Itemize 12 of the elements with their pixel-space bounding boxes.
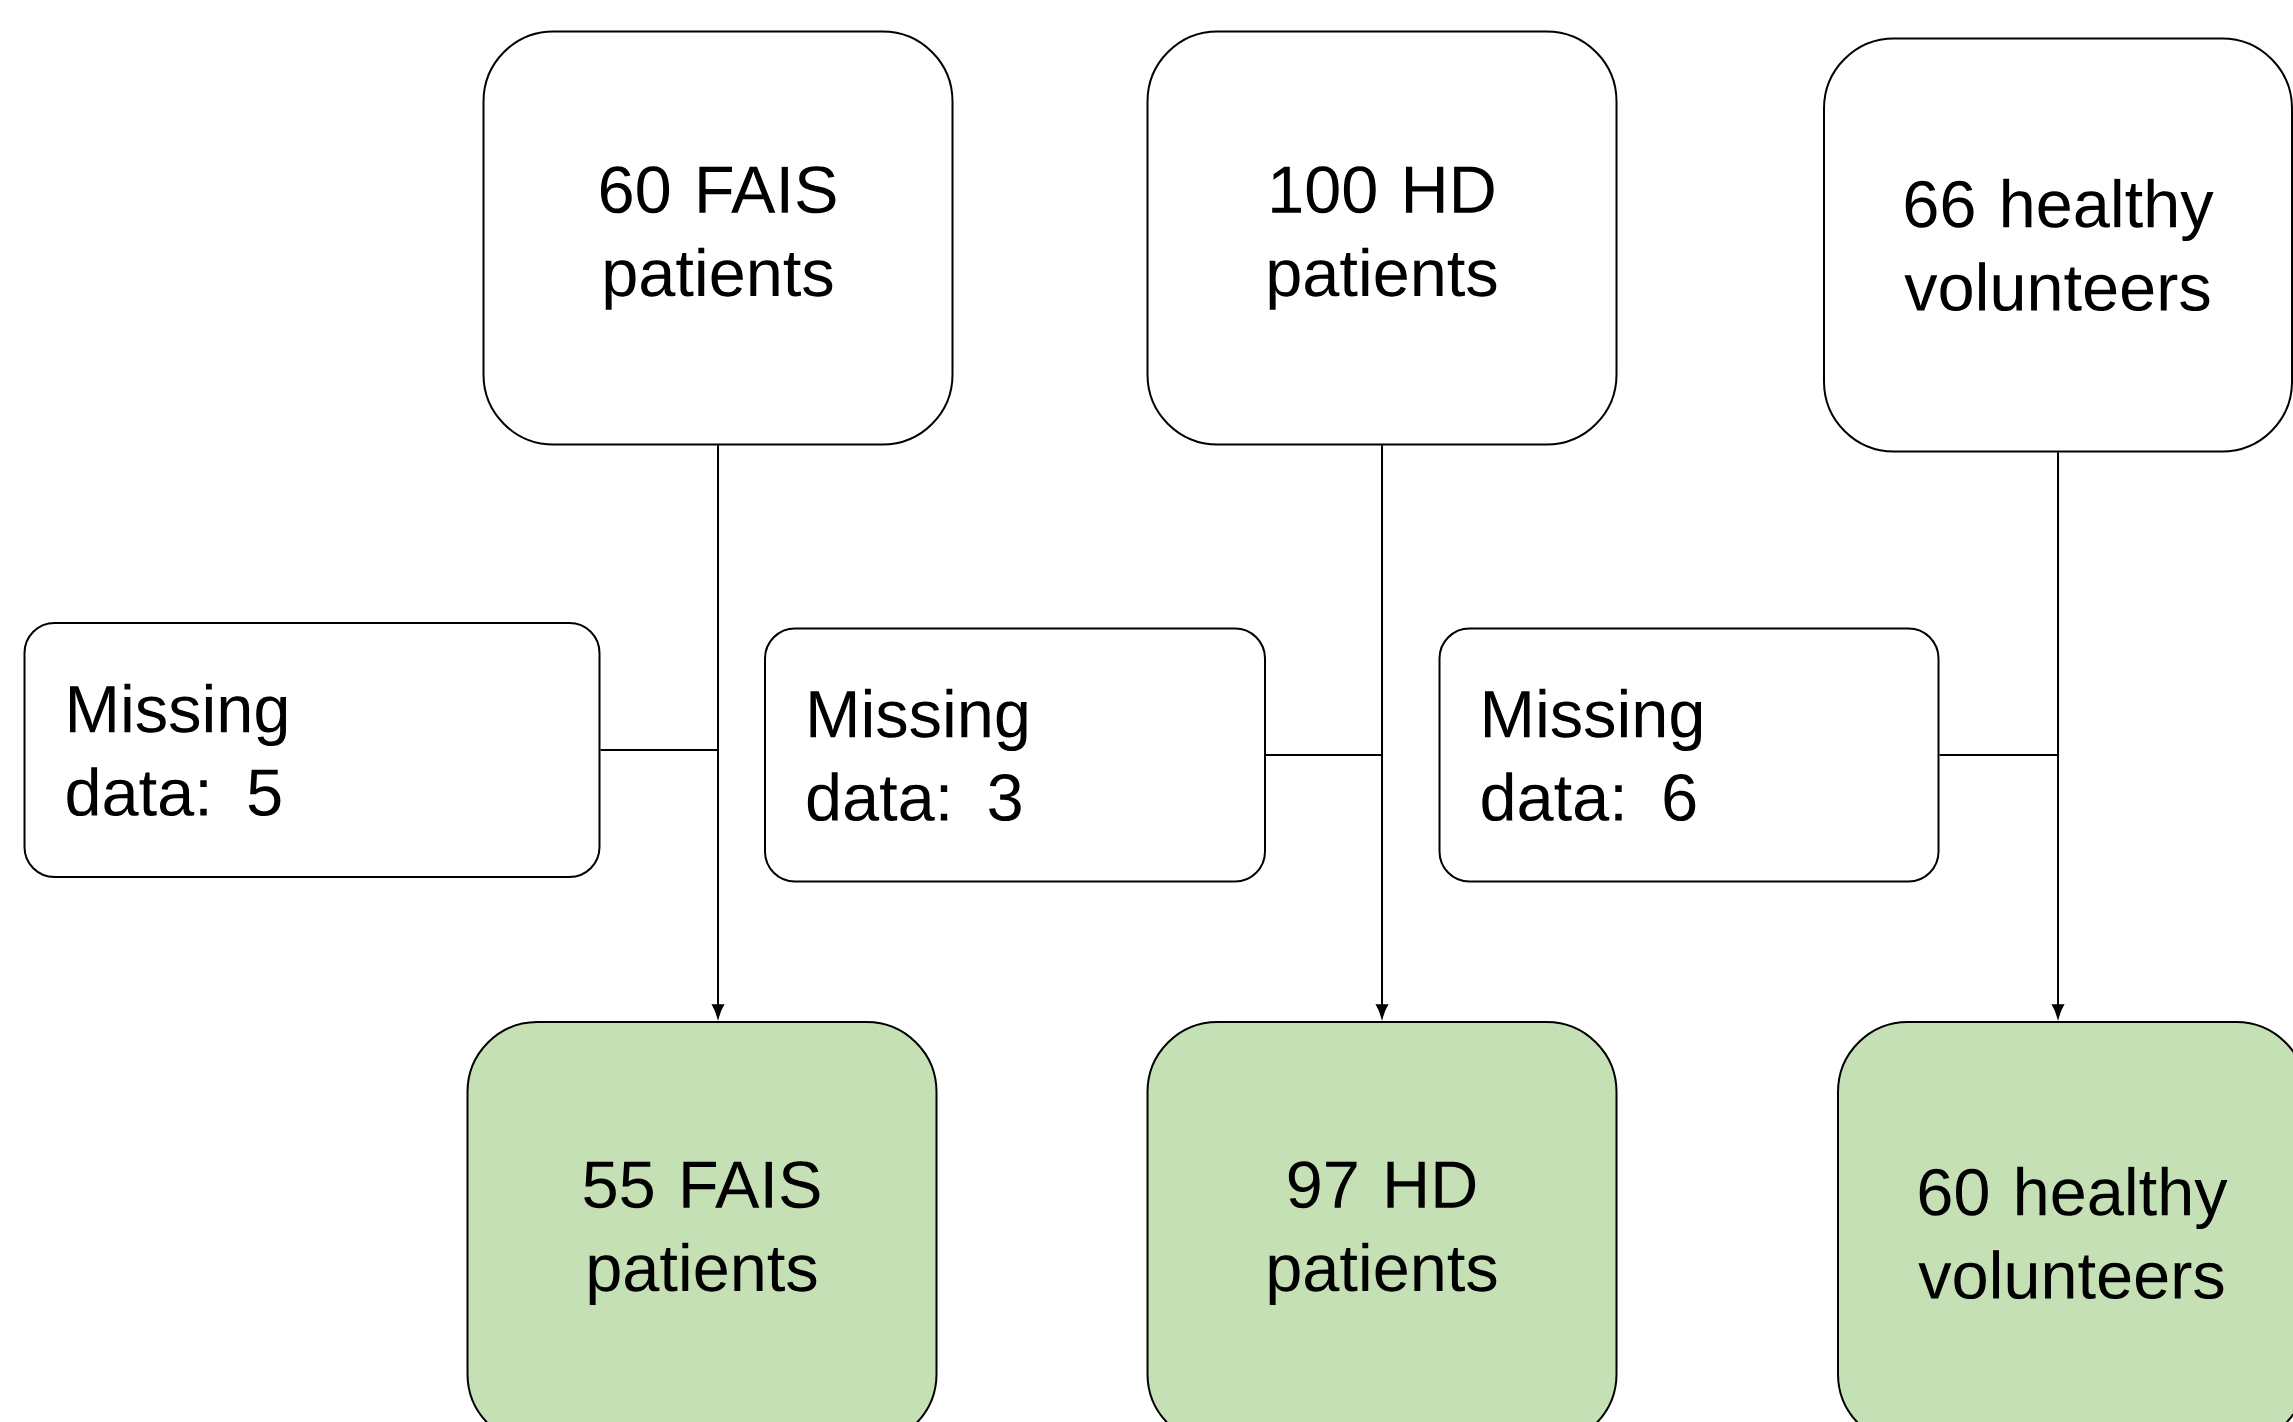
result-box: 55 FAIS patients: [466, 1021, 938, 1422]
branch-line: [1265, 444, 1383, 756]
group-box: 60 FAIS patients: [482, 30, 954, 446]
result-box: 60 healthy volunteers: [1837, 1021, 2293, 1422]
branch-line: [1938, 451, 2059, 756]
branch-line: [599, 444, 719, 751]
result-box: 97 HD patients: [1146, 1021, 1618, 1422]
exclusion-box: Missing data: 5: [23, 622, 601, 878]
exclusion-box: Missing data: 6: [1438, 627, 1940, 883]
exclusion-box: Missing data: 3: [764, 627, 1266, 883]
group-box: 66 healthy volunteers: [1823, 37, 2293, 453]
group-box: 100 HD patients: [1146, 30, 1618, 446]
